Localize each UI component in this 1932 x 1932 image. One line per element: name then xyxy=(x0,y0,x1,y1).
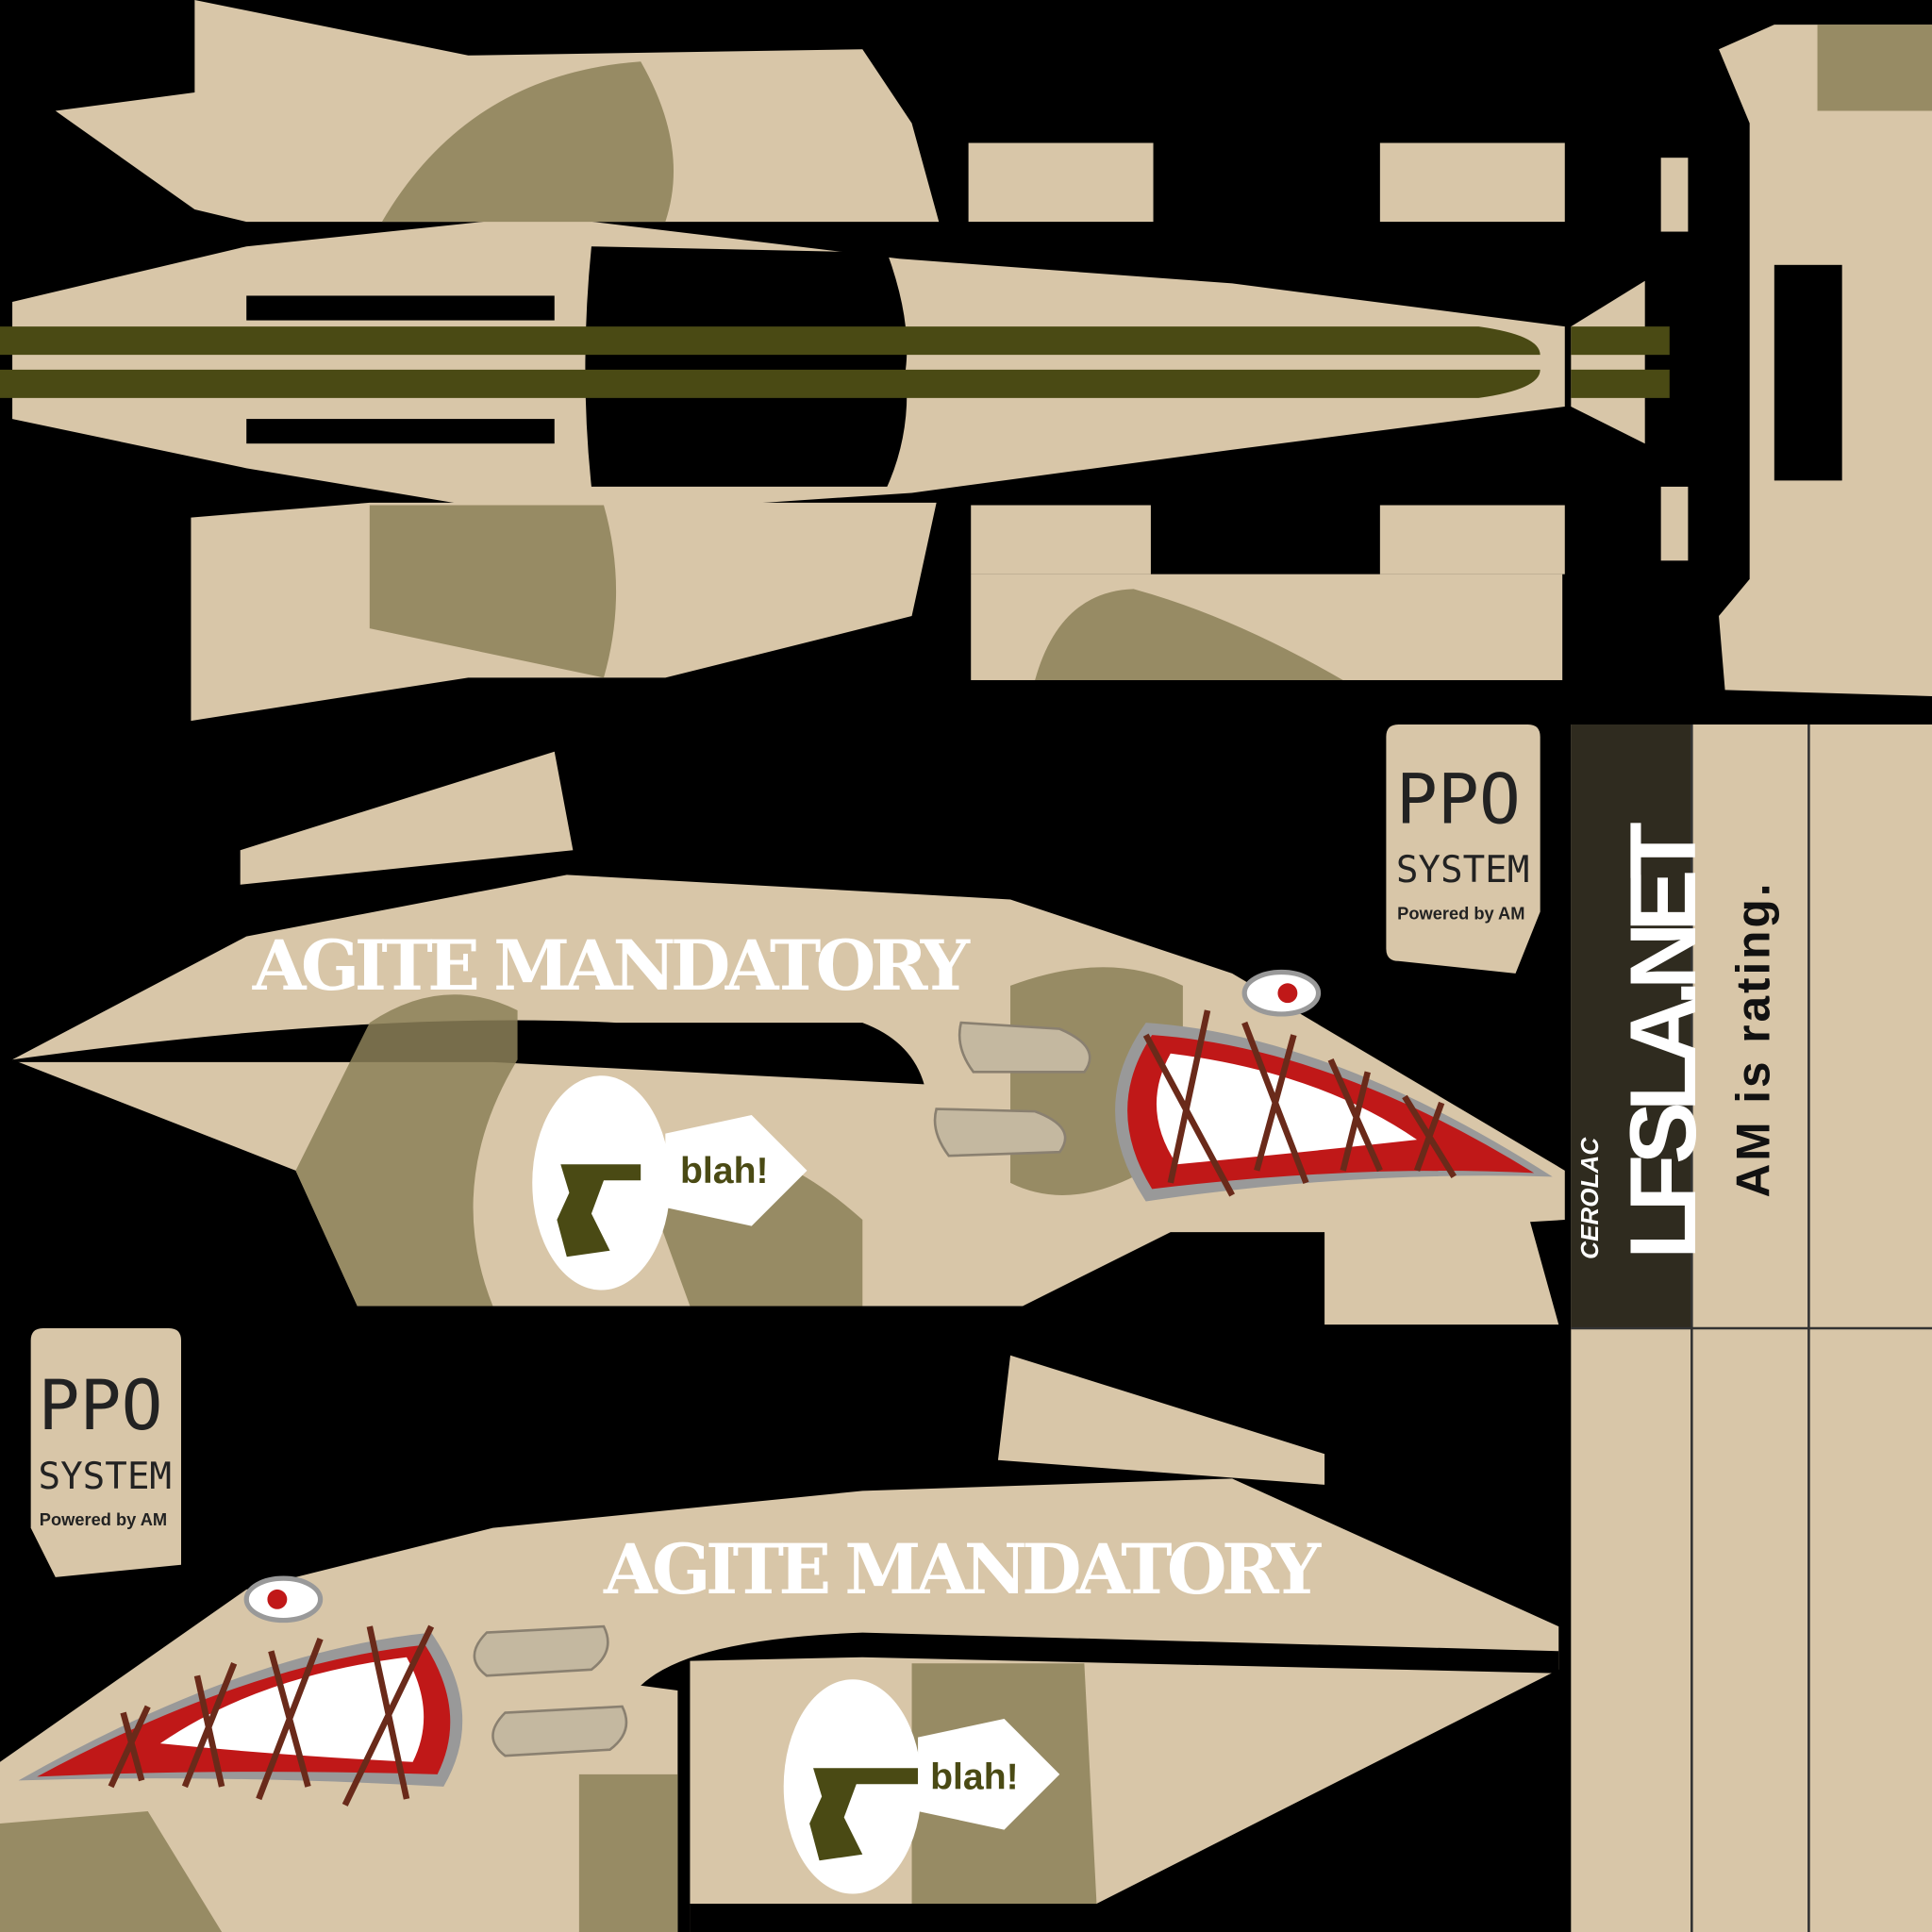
ppo-tagline: Powered by AM xyxy=(1397,903,1524,923)
shark-mouth-bottom xyxy=(18,1575,463,1807)
ppo-title: PPO xyxy=(38,1366,162,1446)
ppo-decal-bottom: PPO SYSTEM Powered by AM xyxy=(30,1328,181,1577)
panel-gap xyxy=(641,1632,1559,1932)
splatter xyxy=(918,1719,1060,1830)
ppo-title: PPO xyxy=(1396,759,1521,840)
panel-piece xyxy=(1379,505,1565,575)
revolver-icon xyxy=(809,1768,919,1861)
lfsla-banner xyxy=(1571,724,1692,1328)
cerolac-logo: CEROLAC xyxy=(1575,1137,1604,1259)
ppo-decal-top: PPO SYSTEM Powered by AM xyxy=(1386,724,1541,974)
team-name-bottom: AGITE MANDATORY xyxy=(603,1529,1324,1610)
air-intakes-top xyxy=(933,1021,1091,1158)
ppo-tagline: Powered by AM xyxy=(40,1509,167,1529)
slogan-text: AM is rating. xyxy=(1727,883,1780,1197)
gun-decal-bottom: blah! xyxy=(783,1679,1060,1894)
laces xyxy=(1142,1009,1457,1197)
team-name-top: AGITE MANDATORY xyxy=(252,925,974,1007)
air-intakes-bottom xyxy=(473,1624,628,1757)
panel-piece xyxy=(1660,486,1689,561)
shark-mouth-top xyxy=(1115,969,1553,1202)
cockpit-holes xyxy=(246,246,1842,487)
racing-stripes xyxy=(0,326,1670,398)
blah-text-bottom: blah! xyxy=(930,1757,1019,1797)
ppo-subtitle: SYSTEM xyxy=(38,1456,172,1498)
lfsla-net-logo: LFSLA.NET xyxy=(1611,822,1716,1259)
panel-piece xyxy=(968,142,1154,223)
panel-piece xyxy=(1660,158,1689,232)
ppo-subtitle: SYSTEM xyxy=(1396,849,1530,891)
panel-piece xyxy=(971,505,1151,575)
bottom-side-panel xyxy=(0,1355,1559,1932)
camo-top xyxy=(369,25,1932,680)
gun-decal-top: blah! xyxy=(532,1075,808,1291)
panel-piece xyxy=(1379,142,1565,223)
revolver-icon xyxy=(557,1164,641,1257)
blah-text-top: blah! xyxy=(680,1151,769,1191)
sponsor-panel: LFSLA.NET CEROLAC AM is rating. xyxy=(1571,724,1932,1932)
panel-piece xyxy=(1571,280,1645,444)
splatter xyxy=(665,1115,808,1226)
laces xyxy=(108,1624,435,1807)
